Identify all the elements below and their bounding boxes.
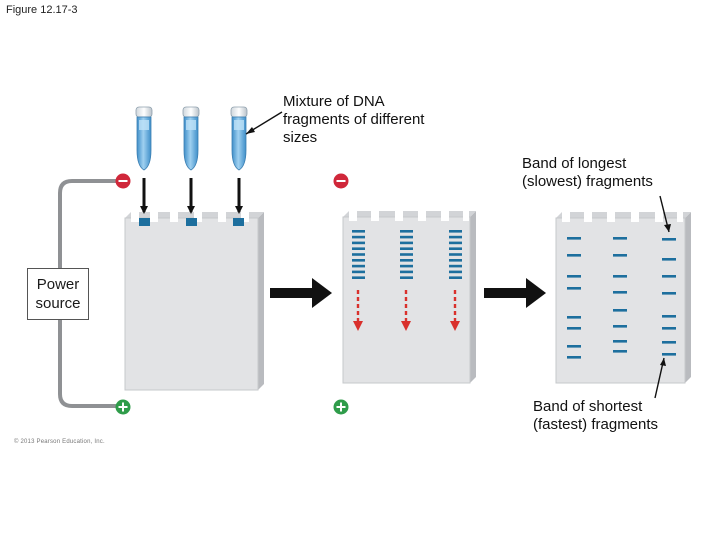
gel-2-lane-3-band bbox=[449, 264, 462, 268]
gel-2-bands bbox=[352, 230, 462, 279]
shortest-band-label-line1: Band of shortest bbox=[533, 398, 643, 415]
longest-band-label-line2: (slowest) fragments bbox=[522, 173, 653, 190]
gel-2-lane-1-band bbox=[352, 230, 365, 233]
shortest-band-label-line2: (fastest) fragments bbox=[533, 416, 659, 433]
sample-tube-3 bbox=[230, 106, 248, 171]
gel-3-lane-3-band bbox=[662, 258, 676, 261]
gel-2-lane-3-band bbox=[449, 235, 462, 239]
gel-3-lane-2-band bbox=[613, 275, 627, 278]
gel-3-lane-2-band bbox=[613, 350, 627, 353]
gel-3-lane-1-band bbox=[567, 345, 581, 348]
gel-3-lane-3-band bbox=[662, 238, 676, 241]
gel-3-lane-3-band bbox=[662, 292, 676, 295]
migration-arrows bbox=[353, 290, 460, 331]
gel-2-lane-1-band bbox=[352, 259, 365, 262]
gel-2-lane-2-band bbox=[400, 241, 413, 245]
positive-electrode-2 bbox=[333, 399, 349, 415]
gel-2-lane-1-band bbox=[352, 235, 365, 239]
gel-3-lane-3-band bbox=[662, 275, 676, 278]
positive-electrode-1 bbox=[115, 399, 131, 415]
gel-3-lane-1-band bbox=[567, 237, 581, 240]
gel-2-lane-1-band bbox=[352, 276, 365, 279]
gel-2-lane-3-band bbox=[449, 259, 462, 262]
gel-2-lane-1-band bbox=[352, 253, 365, 256]
gel-3-lane-3-band bbox=[662, 341, 676, 344]
negative-electrode-1 bbox=[115, 173, 131, 189]
gel-2-lane-3-band bbox=[449, 270, 462, 274]
copyright-notice: © 2013 Pearson Education, Inc. bbox=[14, 439, 105, 445]
gel-3-lane-1-band bbox=[567, 287, 581, 290]
gel-2-lane-2-band bbox=[400, 230, 413, 233]
gel-2-lane-3-band bbox=[449, 230, 462, 233]
step-arrow-2 bbox=[484, 278, 546, 308]
gel-2-lane-1-band bbox=[352, 247, 365, 250]
gel-2-lane-1-band bbox=[352, 264, 365, 268]
power-source-box: Power source bbox=[27, 268, 89, 320]
figure-title: Figure 12.17-3 bbox=[6, 4, 78, 16]
longest-band-label: Band of longest (slowest) fragments bbox=[522, 155, 653, 191]
longest-band-label-line1: Band of longest bbox=[522, 155, 627, 172]
gel-2-lane-3-band bbox=[449, 241, 462, 245]
gel-2-lane-3-band bbox=[449, 253, 462, 256]
mixture-label: Mixture of DNA fragments of different si… bbox=[283, 93, 425, 146]
gel-3-lane-1-band bbox=[567, 316, 581, 319]
gel-3-lane-1-band bbox=[567, 327, 581, 330]
gel-3-lane-2-band bbox=[613, 309, 627, 312]
power-source-label-line2: source bbox=[35, 295, 81, 312]
gel-2-lane-2-band bbox=[400, 259, 413, 262]
gel-3-lane-2-band bbox=[613, 340, 627, 343]
gel-2-lane-1-band bbox=[352, 270, 365, 274]
gel-3-lane-2-band bbox=[613, 325, 627, 328]
gel-3-lane-3-band bbox=[662, 353, 676, 356]
gel-1 bbox=[124, 212, 264, 391]
gel-3-lane-2-band bbox=[613, 254, 627, 257]
gel-3-bands bbox=[567, 237, 676, 359]
gel-3-lane-1-band bbox=[567, 254, 581, 257]
gel-3-lane-2-band bbox=[613, 237, 627, 240]
gel-2-lane-2-band bbox=[400, 264, 413, 268]
gel-2-lane-3-band bbox=[449, 276, 462, 279]
negative-electrode-2 bbox=[333, 173, 349, 189]
sample-wells bbox=[139, 218, 244, 226]
gel-2-lane-2-band bbox=[400, 270, 413, 274]
gel-3-lane-2-band bbox=[613, 291, 627, 294]
sample-tube-2 bbox=[182, 106, 200, 171]
sample-tube-1 bbox=[135, 106, 153, 171]
gel-2-lane-2-band bbox=[400, 235, 413, 239]
gel-2-lane-3-band bbox=[449, 247, 462, 250]
gel-3-lane-3-band bbox=[662, 315, 676, 318]
gel-3-lane-1-band bbox=[567, 356, 581, 359]
shortest-band-label: Band of shortest (fastest) fragments bbox=[533, 398, 658, 434]
gel-3-lane-1-band bbox=[567, 275, 581, 278]
gel-2-lane-2-band bbox=[400, 247, 413, 250]
loading-arrows bbox=[140, 178, 243, 214]
power-source-label-line1: Power bbox=[36, 276, 80, 293]
gel-2-lane-2-band bbox=[400, 276, 413, 279]
gel-2-lane-1-band bbox=[352, 241, 365, 245]
step-arrow-1 bbox=[270, 278, 332, 308]
gel-3-lane-3-band bbox=[662, 327, 676, 330]
gel-2-lane-2-band bbox=[400, 253, 413, 256]
